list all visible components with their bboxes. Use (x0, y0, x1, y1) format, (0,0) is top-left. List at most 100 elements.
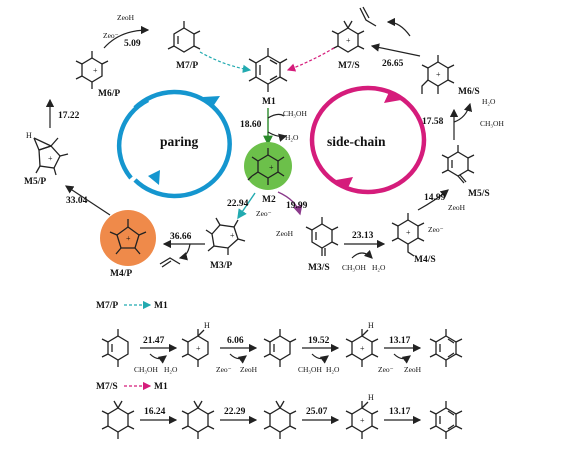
m4s-molecule: + (391, 213, 425, 257)
svg-text:+: + (346, 36, 351, 45)
side-chain-cycle-arrowhead (384, 90, 401, 103)
hydrogen-label: H (204, 321, 210, 330)
barrier-m4s-m5s: 14.99 (424, 193, 446, 203)
pathway-s-row: 16.24 22.29 25.07 (101, 393, 463, 439)
pathway-s-product-m1 (429, 401, 463, 439)
reagent-h2o: H₂O (482, 97, 496, 106)
pathway-p-target: M1 (154, 301, 168, 311)
hydrogen-label: H (26, 131, 32, 140)
m7p-molecule (167, 21, 201, 53)
reagent-ch3oh: CH₃OH (342, 263, 366, 272)
m1-molecule (248, 48, 288, 92)
pathway-p-barrier-2: 6.06 (227, 336, 244, 346)
propene-product-s (359, 6, 377, 27)
pathway-p-molecule-2: H + (181, 321, 210, 367)
barrier-m3p-m4p: 36.66 (170, 232, 192, 242)
pathway-s-barrier-1: 16.24 (144, 407, 166, 417)
reagent-zeoh: ZeoH (117, 13, 135, 22)
pathway-s-molecule-1 (101, 400, 135, 439)
pathway-s-label: M7/S (96, 382, 118, 392)
reagent-h2o: H₂O (285, 133, 299, 142)
pathway-p-header: M7/P M1 (96, 300, 168, 311)
svg-text:+: + (93, 66, 98, 75)
pathway-p-reagent: H₂O (326, 365, 340, 374)
reagent-h2o: H₂O (372, 263, 386, 272)
m5s-molecule (441, 145, 475, 184)
hydrogen-label: H (368, 321, 374, 330)
m4p-label: M4/P (110, 269, 132, 279)
arrow-m2-m3p (237, 192, 256, 220)
paring-cycle: paring (116, 89, 232, 199)
m4p-highlight-circle (100, 210, 156, 266)
svg-text:+: + (436, 70, 441, 79)
pathway-s-molecule-4: H + (345, 393, 379, 439)
arrow-m4s-m5s (417, 189, 449, 211)
arrow-m2-m3s (277, 191, 303, 216)
m2-molecule: + (247, 148, 285, 185)
pathway-p-barrier-1: 21.47 (143, 336, 165, 346)
svg-text:+: + (196, 344, 201, 353)
m5p-label: M5/P (24, 177, 46, 187)
barrier-m1-m2: 18.60 (240, 120, 262, 130)
pathway-p-molecule-4: H + (345, 321, 379, 367)
pathway-p-molecule-1 (101, 329, 129, 367)
m7s-molecule: + (331, 20, 365, 53)
pathway-p-row: 21.47 CH₃OH H₂O H + 6.06 Zeo⁻ ZeoH (101, 321, 463, 374)
side-chain-cycle: side-chain (309, 85, 427, 195)
paring-cycle-arrowhead (148, 170, 160, 185)
m5p-molecule: H + (26, 131, 69, 176)
pathway-s-barrier-2: 22.29 (224, 407, 246, 417)
propene-product-p (159, 257, 181, 268)
pathway-p-label: M7/P (96, 301, 118, 311)
reagent-zeo-minus: Zeo⁻ (428, 225, 444, 234)
barrier-m4p-m5p: 33.04 (66, 196, 88, 206)
pathway-p-reagent: CH₃OH (134, 365, 158, 374)
hydrogen-label: H (368, 393, 374, 402)
m3s-label: M3/S (308, 263, 330, 273)
arrow-m7p-m1 (199, 51, 252, 74)
paring-cycle-label: paring (160, 134, 199, 149)
pathway-p-reagent: ZeoH (404, 365, 422, 374)
barrier-m3s-m4s: 23.13 (352, 231, 374, 241)
m4p-molecule: + (109, 219, 147, 255)
barrier-m5p-m6p: 17.22 (58, 111, 80, 121)
arrow-m6s-m7s (370, 43, 421, 57)
m3p-label: M3/P (210, 261, 232, 271)
arrow-m4p-m5p (64, 185, 111, 216)
pathway-p-barrier-3: 19.52 (308, 336, 330, 346)
side-chain-cycle-arrowhead (336, 177, 353, 190)
svg-text:+: + (48, 154, 53, 163)
barrier-m6p-m7p: 5.09 (124, 39, 141, 49)
m4s-label: M4/S (414, 255, 436, 265)
m3s-molecule (305, 217, 339, 256)
pathway-p-molecule-3 (263, 329, 297, 367)
arrow-m6p-m7p (103, 25, 150, 49)
reagent-zeo-minus: Zeo⁻ (103, 31, 119, 40)
reagent-zeo-minus: Zeo⁻ (256, 209, 272, 218)
svg-text:+: + (406, 228, 411, 237)
pathway-s-barrier-4: 13.17 (389, 407, 411, 417)
svg-text:+: + (126, 234, 131, 243)
reagent-ch3oh: CH₃OH (283, 109, 307, 118)
barrier-m5s-m6s: 17.58 (422, 117, 444, 127)
svg-text:+: + (230, 231, 235, 240)
svg-text:+: + (269, 163, 274, 172)
pathway-p-product-m1 (429, 329, 463, 367)
m6p-label: M6/P (98, 89, 120, 99)
m5s-label: M5/S (468, 189, 490, 199)
barrier-m6s-m7s: 26.65 (382, 59, 404, 69)
svg-text:+: + (360, 344, 365, 353)
reagent-zeoh: ZeoH (276, 229, 294, 238)
reagent-zeoh: ZeoH (448, 203, 466, 212)
pathway-s-molecule-2 (181, 400, 215, 439)
pathway-p-reagent: Zeo⁻ (378, 365, 394, 374)
pathway-p-barrier-4: 13.17 (389, 336, 411, 346)
arrow-m7s-m1 (286, 47, 335, 72)
pathway-p-reagent: ZeoH (240, 365, 258, 374)
pathway-p-reagent: H₂O (164, 365, 178, 374)
pathway-p-reagent: Zeo⁻ (216, 365, 232, 374)
m2-highlight-circle (244, 142, 292, 190)
m6s-molecule: + (421, 55, 455, 94)
